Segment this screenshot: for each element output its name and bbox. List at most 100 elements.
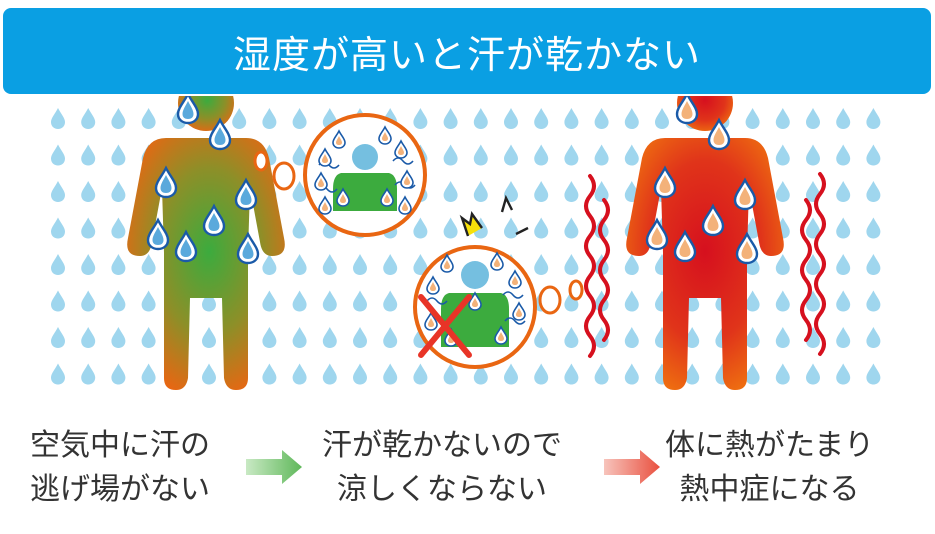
water-drop-icon bbox=[473, 144, 488, 166]
water-drop-icon bbox=[836, 144, 851, 166]
sweat-closeup-circle bbox=[303, 113, 427, 237]
water-drop-icon bbox=[534, 181, 549, 202]
water-drop-icon bbox=[292, 254, 307, 275]
water-drop-icon bbox=[534, 254, 549, 275]
illustration bbox=[51, 96, 881, 390]
water-drop-icon bbox=[504, 108, 518, 129]
water-drop-icon bbox=[866, 327, 881, 348]
water-drop-icon bbox=[292, 108, 307, 129]
water-drop-icon bbox=[262, 327, 277, 348]
water-drop-icon bbox=[624, 290, 639, 312]
water-drop-icon bbox=[534, 327, 549, 348]
water-drop-icon bbox=[866, 144, 881, 166]
water-drop-icon bbox=[564, 108, 579, 129]
water-drop-icon bbox=[624, 254, 639, 275]
water-drop-icon bbox=[383, 363, 398, 385]
water-drop-icon bbox=[655, 108, 669, 129]
water-drop-icon bbox=[866, 181, 881, 202]
water-drop-icon bbox=[745, 108, 760, 129]
water-drop-icon bbox=[836, 217, 851, 239]
arrow-right-icon bbox=[604, 450, 660, 484]
water-drop-icon bbox=[81, 108, 96, 129]
step-3-line-2: 熱中症になる bbox=[679, 472, 860, 507]
water-drop-icon bbox=[81, 290, 96, 312]
water-drop-icon bbox=[806, 108, 820, 129]
water-drop-icon bbox=[443, 217, 458, 239]
water-drop-icon bbox=[322, 290, 337, 312]
no-evaporation-circle bbox=[413, 245, 537, 369]
water-drop-icon bbox=[775, 144, 790, 166]
step-1-caption: 空気中に汗の 逃げ場がない bbox=[30, 424, 210, 512]
water-drop-icon bbox=[202, 327, 216, 348]
water-drop-icon bbox=[383, 254, 398, 275]
water-drop-icon bbox=[866, 108, 881, 129]
water-drop-icon bbox=[383, 290, 398, 312]
water-drop-icon bbox=[775, 254, 790, 275]
water-drop-icon bbox=[624, 144, 639, 166]
water-drop-icon bbox=[836, 108, 851, 129]
water-drop-icon bbox=[866, 254, 881, 275]
water-drop-icon bbox=[51, 108, 65, 129]
title-banner: 湿度が高いと汗が乾かない bbox=[3, 8, 931, 94]
water-drop-icon bbox=[775, 327, 790, 348]
water-drop-icon bbox=[81, 327, 96, 348]
step-1-line-1: 空気中に汗の bbox=[30, 428, 210, 463]
water-drop-icon bbox=[534, 363, 549, 385]
water-drop-icon bbox=[141, 254, 156, 275]
water-drop-icon bbox=[292, 327, 307, 348]
step-3-line-1: 体に熱がたまり bbox=[665, 428, 875, 463]
water-drop-icon bbox=[81, 181, 96, 202]
water-drop-icon bbox=[51, 217, 65, 239]
water-drop-icon bbox=[413, 217, 428, 239]
water-drop-icon bbox=[51, 181, 65, 202]
water-drop-icon bbox=[594, 181, 609, 202]
water-drop-icon bbox=[775, 181, 790, 202]
water-drop-icon bbox=[564, 363, 579, 385]
water-drop-icon bbox=[353, 254, 367, 275]
water-drop-icon bbox=[685, 363, 700, 385]
water-drop-icon bbox=[81, 363, 96, 385]
water-drop-icon bbox=[745, 290, 760, 312]
water-drop-icon bbox=[836, 290, 851, 312]
water-drop-icon bbox=[413, 363, 428, 385]
water-drop-icon bbox=[806, 363, 820, 385]
water-drop-icon bbox=[51, 144, 65, 166]
water-drop-icon bbox=[504, 217, 518, 239]
water-drop-icon bbox=[51, 290, 65, 312]
water-drop-icon bbox=[745, 363, 760, 385]
water-drop-icon bbox=[443, 363, 458, 385]
water-drop-icon bbox=[111, 290, 126, 312]
alert-spark-icon bbox=[459, 194, 529, 237]
water-drop-icon bbox=[413, 108, 428, 129]
water-drop-icon bbox=[322, 327, 337, 348]
water-drop-icon bbox=[564, 181, 579, 202]
water-drop-icon bbox=[443, 108, 458, 129]
water-drop-icon bbox=[504, 144, 518, 166]
water-drop-icon bbox=[292, 217, 307, 239]
water-drop-icon bbox=[111, 144, 126, 166]
water-drop-icon bbox=[202, 363, 216, 385]
water-drop-icon bbox=[534, 108, 549, 129]
water-drop-icon bbox=[624, 363, 639, 385]
water-drop-icon bbox=[806, 144, 820, 166]
water-drop-icon bbox=[141, 327, 156, 348]
water-drop-icon bbox=[141, 108, 156, 129]
water-drop-icon bbox=[383, 327, 398, 348]
water-drop-icon bbox=[775, 108, 790, 129]
arrow-right-icon bbox=[246, 450, 302, 484]
water-drop-icon bbox=[443, 181, 458, 202]
water-drop-icon bbox=[51, 254, 65, 275]
water-drop-icon bbox=[624, 108, 639, 129]
thought-bubble-icon bbox=[253, 150, 296, 191]
water-drop-icon bbox=[353, 290, 367, 312]
water-drop-icon bbox=[836, 363, 851, 385]
step-1-line-2: 逃げ場がない bbox=[30, 472, 210, 507]
step-2-line-1: 汗が乾かないので bbox=[322, 428, 562, 463]
water-drop-icon bbox=[81, 254, 96, 275]
water-drop-icon bbox=[111, 108, 126, 129]
water-drop-icon bbox=[564, 217, 579, 239]
water-drop-icon bbox=[111, 327, 126, 348]
water-drop-icon bbox=[51, 363, 65, 385]
water-drop-icon bbox=[141, 363, 156, 385]
water-drop-icon bbox=[866, 363, 881, 385]
